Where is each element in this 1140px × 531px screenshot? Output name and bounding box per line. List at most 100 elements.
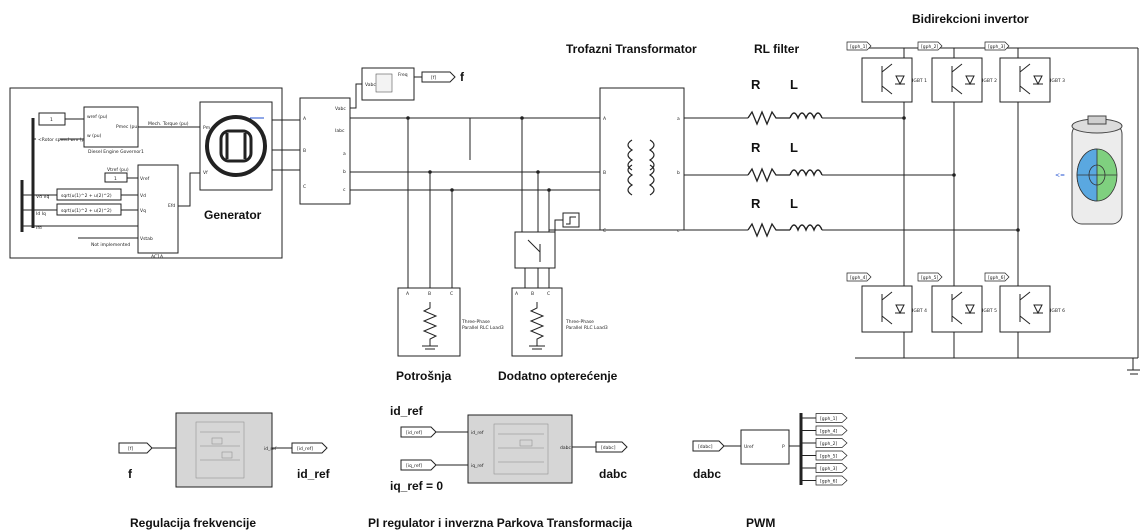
pm-port: Pm <box>203 125 210 131</box>
from-f-tag[interactable] <box>118 442 153 454</box>
f-input-label: f <box>128 467 133 481</box>
igbt-6[interactable]: [gph_6] IGBT 6 <box>984 272 1065 333</box>
diesel-governor-name: Diesel Engine Governor1 <box>88 149 144 155</box>
goto-gate-tag-text: [gph_2] <box>820 441 837 447</box>
load2-name: Three-Phase <box>565 319 594 325</box>
resistor-a-label: R <box>751 77 761 92</box>
vtref-value: 1 <box>114 176 117 182</box>
wire <box>548 190 600 231</box>
inductor-a-label: L <box>790 77 798 92</box>
goto-gate-tag-text: [gph_6] <box>820 478 837 484</box>
resistor-c-label: R <box>751 196 761 211</box>
inductor-c-label: L <box>790 196 798 211</box>
ac1a-vref-port: Vref <box>140 176 150 182</box>
rl-branch-b[interactable] <box>747 167 823 183</box>
goto-id-ref-tag[interactable] <box>291 442 328 454</box>
battery-block[interactable] <box>1071 115 1123 225</box>
goto-gate-tag[interactable] <box>815 425 848 436</box>
igbt-1[interactable]: [gph_1] IGBT 1 <box>846 41 927 103</box>
pwm-generator-block[interactable] <box>740 429 790 465</box>
parallel-rlc-load-1[interactable] <box>397 287 461 357</box>
dabc-output-label: dabc <box>599 467 627 481</box>
igbt-5-name: IGBT 5 <box>982 308 997 314</box>
load1-name-2: Parallel RLC Load3 <box>462 325 504 331</box>
freq-reg-out-port: id_ref <box>264 446 277 452</box>
three-phase-transformer-block[interactable] <box>599 87 685 231</box>
pwm-uref-port: Uref <box>744 444 754 450</box>
ac1a-vq-port: Vq <box>140 208 146 214</box>
igbt-2[interactable]: [gph_2] IGBT 2 <box>917 41 997 103</box>
three-phase-breaker[interactable] <box>514 231 556 269</box>
pmec-port: Pmec (pu) <box>116 124 139 130</box>
rl-branch-c[interactable] <box>747 222 823 238</box>
ac1a-vstab-port: Vstab <box>140 236 153 242</box>
pi-id-port: id_ref <box>471 430 484 436</box>
pi-regulator-subsystem[interactable] <box>467 414 573 484</box>
additional-load-label: Dodatno opterećenje <box>498 369 618 383</box>
trafo-c-out: c <box>677 229 680 234</box>
from-dabc-tag[interactable] <box>692 440 725 452</box>
trafo-c-in: C <box>603 228 606 234</box>
meas-iabc-port: Iabc <box>335 128 345 134</box>
vtref-label: Vtref (pu) <box>107 167 129 173</box>
sqrt-fcn-2-text: sqrt(u(1)^2 + u(2)^2) <box>61 208 112 214</box>
ac1a-exciter-block[interactable] <box>137 164 179 254</box>
goto-gate-tag[interactable] <box>815 475 848 486</box>
from-f-tag-text: [f] <box>128 446 133 452</box>
load2-b-port: B <box>531 291 534 297</box>
from-iq-ref-tag[interactable] <box>400 459 437 471</box>
resistor-icon <box>529 302 545 346</box>
constant-value: 1 <box>50 117 53 123</box>
trafo-b-out: b <box>677 170 680 176</box>
from-iq-ref-text: [iq_ref] <box>406 463 422 469</box>
wire <box>554 219 563 240</box>
breaker-step-block[interactable] <box>562 212 580 228</box>
goto-id-ref-text: [id_ref] <box>297 446 313 452</box>
id-iq-label: Id Iq <box>36 211 46 217</box>
igbt-2-name: IGBT 2 <box>982 78 997 84</box>
subsystem-preview-icon <box>195 421 245 479</box>
meas-b-out: b <box>343 169 346 175</box>
igbt-1-name: IGBT 1 <box>912 78 927 84</box>
goto-gate-tag[interactable] <box>815 450 848 461</box>
trafo-a-in: A <box>603 116 607 122</box>
rl-branch-a[interactable] <box>747 110 823 126</box>
goto-gate-tag[interactable] <box>815 413 848 423</box>
diesel-governor-block[interactable] <box>83 106 139 148</box>
frequency-regulation-subsystem[interactable] <box>175 412 273 488</box>
resistor-b-label: R <box>751 140 761 155</box>
goto-dabc-tag[interactable] <box>595 441 628 453</box>
igbt-3[interactable]: [gph_3] IGBT 3 <box>984 41 1065 103</box>
battery-arrow-icon: <= <box>1055 172 1065 179</box>
consumption-label: Potrošnja <box>396 369 452 383</box>
pi-regulator-label: PI regulator i inverzna Parkova Transfor… <box>368 516 632 530</box>
wref-port: wref (pu) <box>87 114 108 120</box>
igbt-1-gate-tag: [gph_1] <box>850 44 867 50</box>
load2-a-port: A <box>515 291 519 297</box>
pwm-p-port: P <box>782 444 785 450</box>
igbt-3-name: IGBT 3 <box>1050 78 1065 84</box>
from-id-ref-tag[interactable] <box>400 426 437 438</box>
from-dabc-text: [dabc] <box>698 444 713 450</box>
step-icon <box>566 216 576 225</box>
igbt-4[interactable]: [gph_4] IGBT 4 <box>846 272 927 333</box>
junction <box>428 170 432 174</box>
pll-icon <box>375 73 393 93</box>
meas-c-out: c <box>343 188 346 193</box>
vi-measurement-block[interactable] <box>299 97 351 205</box>
transformer-windings-icon <box>627 139 655 196</box>
junction <box>952 173 956 177</box>
igbt-5[interactable]: [gph_5] IGBT 5 <box>917 272 997 333</box>
sqrt-fcn-1-text: sqrt(u(1)^2 + u(2)^2) <box>61 193 112 199</box>
load1-name: Three-Phase <box>461 319 490 325</box>
generator-label: Generator <box>204 208 262 222</box>
goto-gate-tag[interactable] <box>815 438 848 448</box>
trafo-a-out: a <box>677 117 680 122</box>
goto-dabc-text: [dabc] <box>601 445 616 451</box>
meas-b-in: B <box>303 148 306 154</box>
goto-gate-tag-text: [gph_5] <box>820 453 837 459</box>
ac1a-vd-port: Vd <box>140 193 146 199</box>
goto-f-tag[interactable] <box>421 71 456 83</box>
goto-gate-tag[interactable] <box>815 463 848 473</box>
